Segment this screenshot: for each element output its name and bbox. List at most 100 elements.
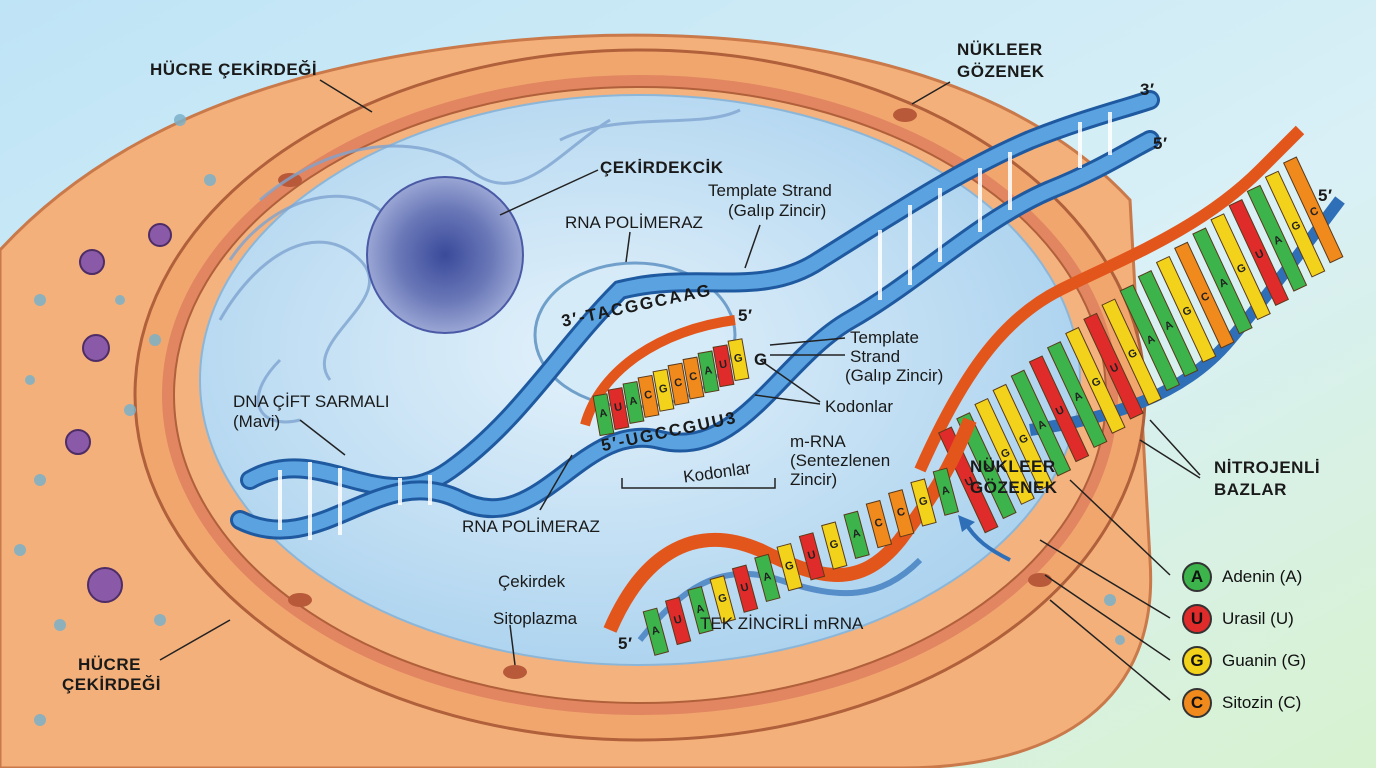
leader-lines <box>159 79 1201 701</box>
nucleotide-letter: A <box>628 395 638 408</box>
nucleotide-base <box>712 344 735 388</box>
nucleotide-base <box>687 586 714 635</box>
nucleotide-letter: C <box>688 370 698 383</box>
nucleotide-base <box>1028 355 1090 463</box>
label-template-strand-mid-1: Template <box>850 328 919 347</box>
legend-swatch: A <box>1182 562 1212 592</box>
mrna-backbone-right <box>914 125 1305 473</box>
dna-double-helix <box>230 90 1160 540</box>
label-nuclear-pore-right-1: NÜKLEER <box>970 457 1056 476</box>
nucleotide-base <box>1065 326 1126 434</box>
nucleotide-base <box>888 489 915 538</box>
nucleotide-base <box>1155 255 1217 363</box>
dna-base-rungs <box>278 112 1112 540</box>
nucleotide-letter: A <box>695 603 706 617</box>
nucleotide-base <box>731 564 759 613</box>
nucleotide-base <box>974 397 1035 505</box>
nucleotide-letter: A <box>940 484 951 498</box>
nucleotide-letter: C <box>673 377 683 390</box>
nucleotide-letter: G <box>658 383 669 396</box>
nucleotide-base <box>843 510 870 559</box>
label-end-3-top: 3′ <box>1140 80 1155 99</box>
nucleotide-letter: C <box>873 516 884 530</box>
label-seq-mrna-end: G <box>754 350 768 369</box>
label-dna-double-helix-2: (Mavi) <box>233 412 281 431</box>
nucleotide-letter: G <box>717 592 728 606</box>
label-single-mrna: TEK ZİNCİRLİ mRNA <box>700 614 864 633</box>
ribosomes <box>65 223 172 603</box>
nucleotide-base <box>642 607 670 656</box>
nucleotide-base <box>652 368 675 412</box>
nucleotide-base <box>607 387 630 431</box>
nucleotide-base <box>697 350 720 394</box>
label-nuclear-pore-right-2: GÖZENEK <box>970 478 1058 497</box>
label-mrna-synth-2: (Sentezlenen <box>790 451 891 470</box>
label-mrna-synth-1: m-RNA <box>790 432 846 451</box>
nucleotide-letter: C <box>643 389 653 402</box>
nucleotide-base <box>592 393 615 437</box>
label-end-5-bubble: 5′ <box>738 306 753 325</box>
nucleotide-base <box>1174 241 1235 349</box>
nucleotide-letter: U <box>806 549 817 563</box>
nucleotide-letter: U <box>739 581 750 595</box>
nucleotide-base <box>682 356 705 400</box>
legend-item: C Sitozin (C) <box>1182 688 1301 718</box>
nucleotide-letter: U <box>673 613 684 627</box>
nucleotide-base <box>1119 284 1181 392</box>
nucleotide-base <box>664 596 692 646</box>
label-dna-double-helix-1: DNA ÇİFT SARMALI <box>233 392 390 411</box>
nucleotide-base <box>932 467 960 516</box>
label-nuclear-pore-top-2: GÖZENEK <box>957 62 1045 81</box>
nucleotide-base <box>1282 156 1344 264</box>
nucleotide-base <box>1101 298 1162 406</box>
legend-label: Sitozin (C) <box>1222 693 1302 712</box>
legend-swatch: C <box>1182 688 1212 718</box>
label-template-strand-mid-3: (Galıp Zincir) <box>845 366 944 385</box>
nucleotide-base <box>1228 199 1290 306</box>
nucleotide-letter: C <box>896 506 907 520</box>
nucleotide-base <box>1083 312 1144 420</box>
nucleotide-base <box>637 374 660 418</box>
nucleotide-letter: A <box>650 624 661 638</box>
nucleotide-base <box>709 575 736 624</box>
label-rna-polymerase-top: RNA POLİMERAZ <box>565 213 703 232</box>
label-nucleus-small: Çekirdek <box>498 572 566 591</box>
label-template-strand-top-2: (Galıp Zincir) <box>728 201 827 220</box>
cytoplasm-vesicles <box>14 114 1125 726</box>
label-nucleus-bottom-left-1: HÜCRE <box>78 655 141 674</box>
label-template-strand-mid-2: Strand <box>850 347 901 366</box>
nucleotide-base <box>667 362 690 406</box>
nucleotide-base <box>727 338 750 382</box>
chromatin-fibers <box>218 108 741 424</box>
nucleotide-base <box>1192 227 1253 335</box>
label-nitrogen-bases-2: BAZLAR <box>1214 480 1287 499</box>
nucleotide-letter: G <box>918 495 929 509</box>
label-rna-polymerase-bottom: RNA POLİMERAZ <box>462 517 600 536</box>
label-template-strand-top-1: Template Strand <box>708 181 832 200</box>
nucleotide-base <box>1010 369 1072 477</box>
label-mrna-synth-3: Zincir) <box>790 470 838 489</box>
nucleotide-base <box>1137 270 1199 378</box>
nucleotide-base <box>754 553 781 603</box>
nucleotide-base <box>992 383 1053 491</box>
legend-swatch: U <box>1182 604 1212 634</box>
label-end-5-right: 5′ <box>1318 186 1333 205</box>
label-nuclear-pore-top-1: NÜKLEER <box>957 40 1043 59</box>
nucleotide-base <box>910 478 937 527</box>
nucleotide-letter: A <box>851 527 862 541</box>
legend-label: Adenin (A) <box>1222 567 1303 586</box>
nucleotide-letter: U <box>613 401 623 414</box>
bubble-mrna-backbone <box>580 315 736 427</box>
export-arrowhead <box>958 515 975 532</box>
label-nucleus-bottom-left-2: ÇEKİRDEĞİ <box>62 675 161 694</box>
label-end-5-top: 5′ <box>1153 134 1168 153</box>
nucleotide-base <box>1210 213 1271 321</box>
label-end-5-bottom: 5′ <box>618 634 633 653</box>
nucleotide-letter: A <box>703 364 713 377</box>
nucleotide-letter: A <box>762 570 773 584</box>
legend-item: A Adenin (A) <box>1182 562 1302 592</box>
